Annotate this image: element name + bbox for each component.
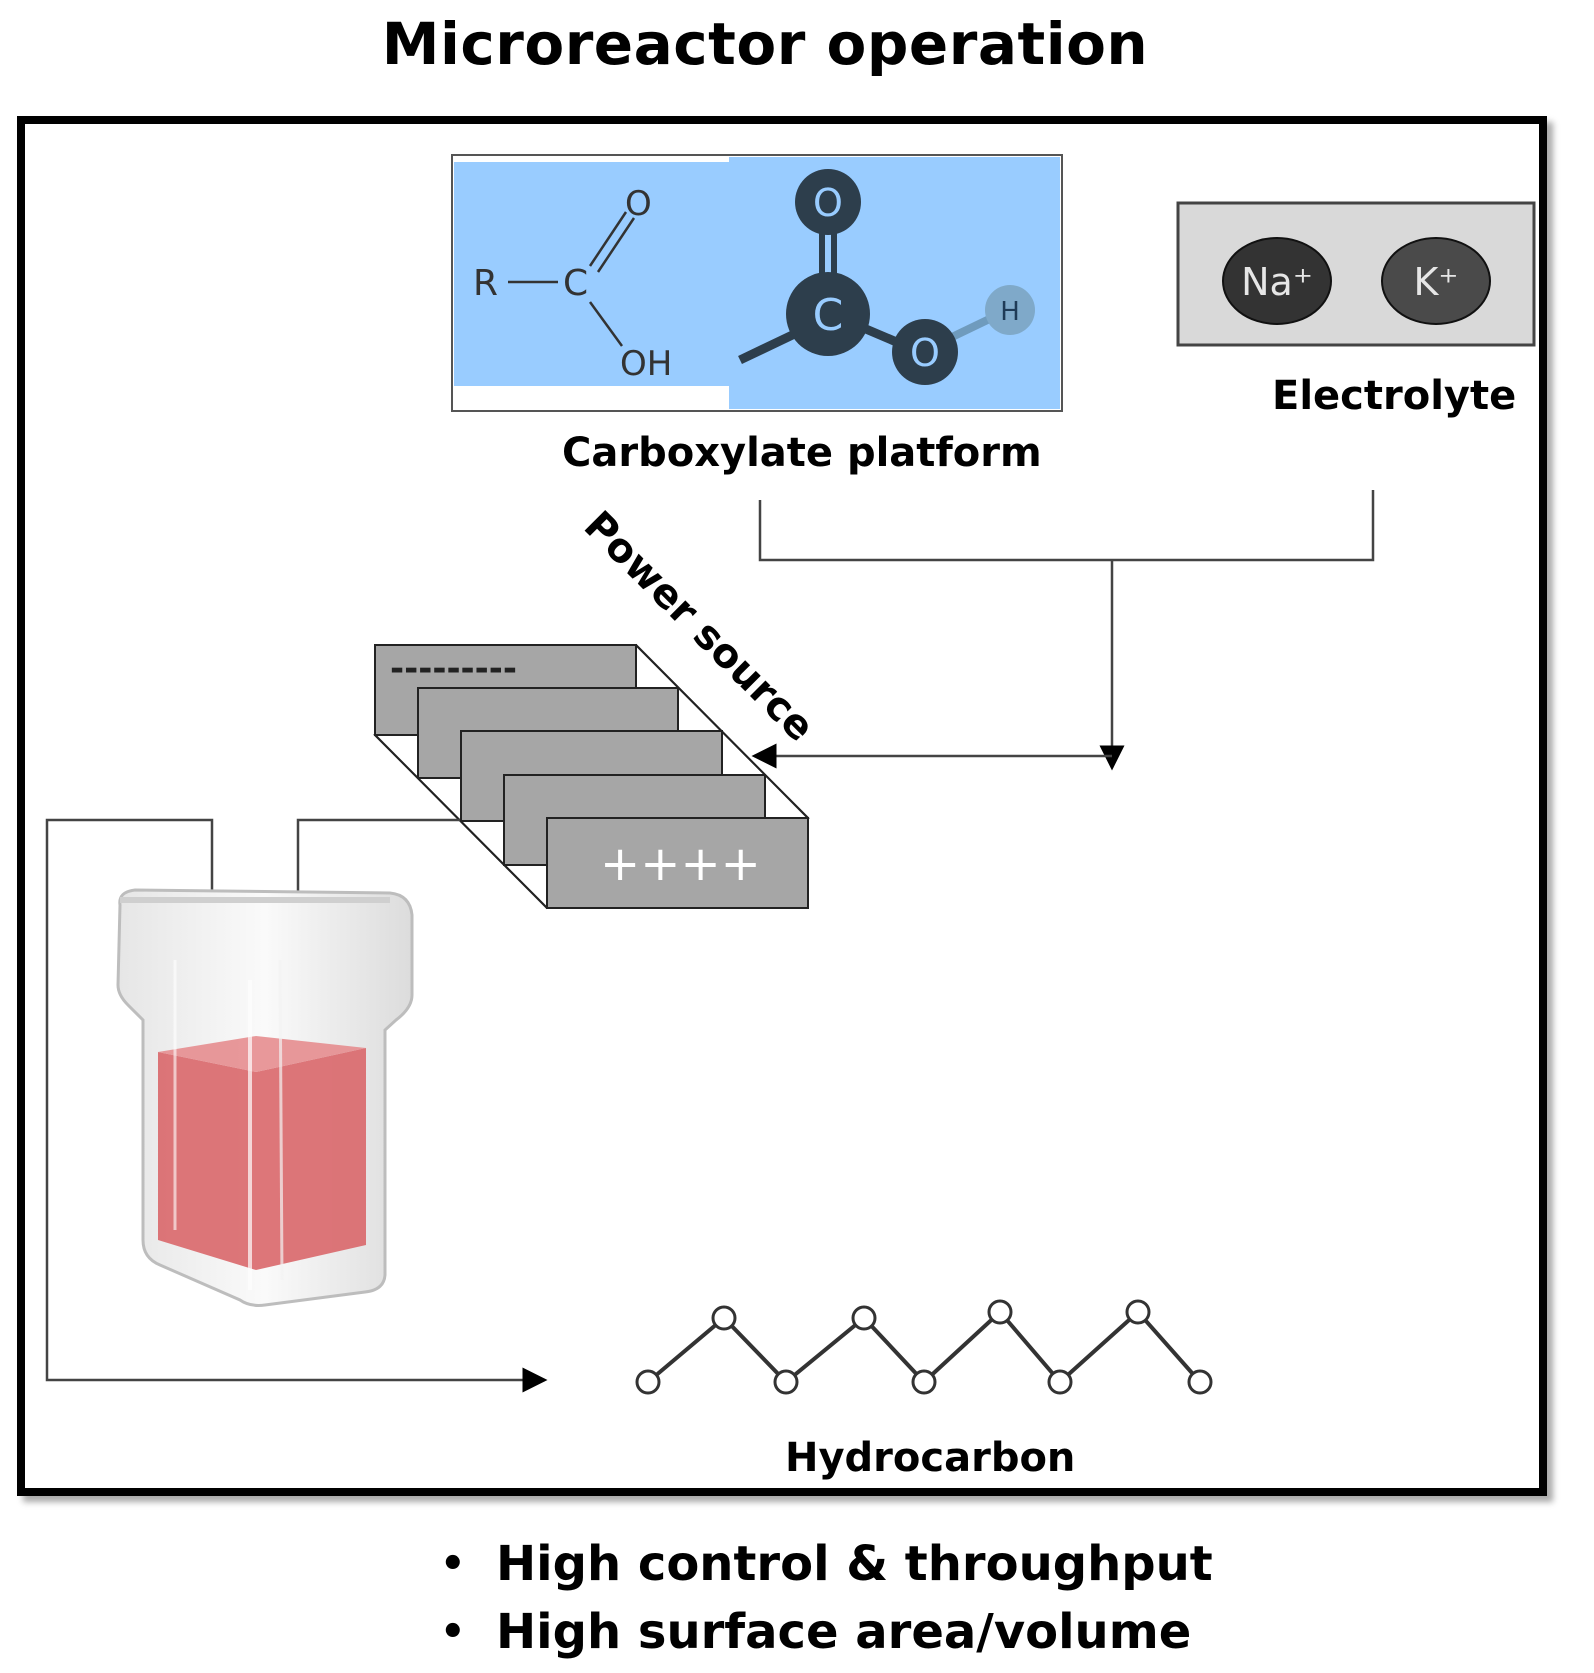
- ball-oxygen-top-label: O: [813, 181, 843, 225]
- skeletal-formula: [508, 211, 636, 347]
- negative-terminal-marks: ---------: [390, 649, 517, 689]
- sodium-ion-label: Na⁺: [1241, 260, 1313, 304]
- bullet-text: High control & throughput: [496, 1536, 1213, 1592]
- figure-title: Microreactor operation: [381, 10, 1149, 78]
- carbon-atom: [786, 272, 870, 356]
- ball-carbon-label: C: [813, 290, 844, 341]
- oxygen-atom-right: [892, 319, 958, 385]
- oxygen-atom-top: [795, 169, 861, 235]
- ball-hydrogen-label: H: [1000, 297, 1020, 327]
- carbonyl-oxygen-label: O: [625, 184, 652, 224]
- input-connector: [751, 490, 1375, 771]
- bullet-item: • High control & throughput: [440, 1530, 1213, 1598]
- positive-terminal-marks: ++++: [600, 836, 761, 892]
- feature-bullets: • High control & throughput • High surfa…: [440, 1530, 1213, 1666]
- sodium-ion: [1222, 237, 1332, 325]
- ball-stick-model: O C O H: [738, 169, 1035, 385]
- r-group-label: R: [473, 263, 498, 304]
- bullet-dot: •: [440, 1609, 466, 1655]
- reactor-cuvette: [116, 888, 414, 1307]
- hydrocarbon-chain: [635, 1299, 1213, 1395]
- carbon-label: C: [563, 263, 588, 304]
- carboxylate-platform-box: R C O OH O C O H: [451, 154, 1063, 412]
- bullet-item: • High surface area/volume: [440, 1598, 1213, 1666]
- bullet-dot: •: [440, 1541, 466, 1587]
- hydrogen-atom: [985, 285, 1035, 335]
- electrolyte-box: Na⁺ K⁺: [1176, 201, 1536, 347]
- carboxylate-platform-label: Carboxylate platform: [562, 430, 1042, 476]
- potassium-ion-label: K⁺: [1414, 260, 1459, 304]
- ball-oxygen-right-label: O: [910, 331, 940, 375]
- diagram-frame: [17, 116, 1547, 1496]
- bullet-text: High surface area/volume: [496, 1604, 1192, 1660]
- hydroxyl-label: OH: [620, 344, 672, 384]
- potassium-ion: [1381, 237, 1491, 325]
- hydrocarbon-label: Hydrocarbon: [785, 1435, 1076, 1481]
- electrolyte-label: Electrolyte: [1272, 373, 1517, 419]
- power-source-stack: --------- ++++: [373, 643, 810, 910]
